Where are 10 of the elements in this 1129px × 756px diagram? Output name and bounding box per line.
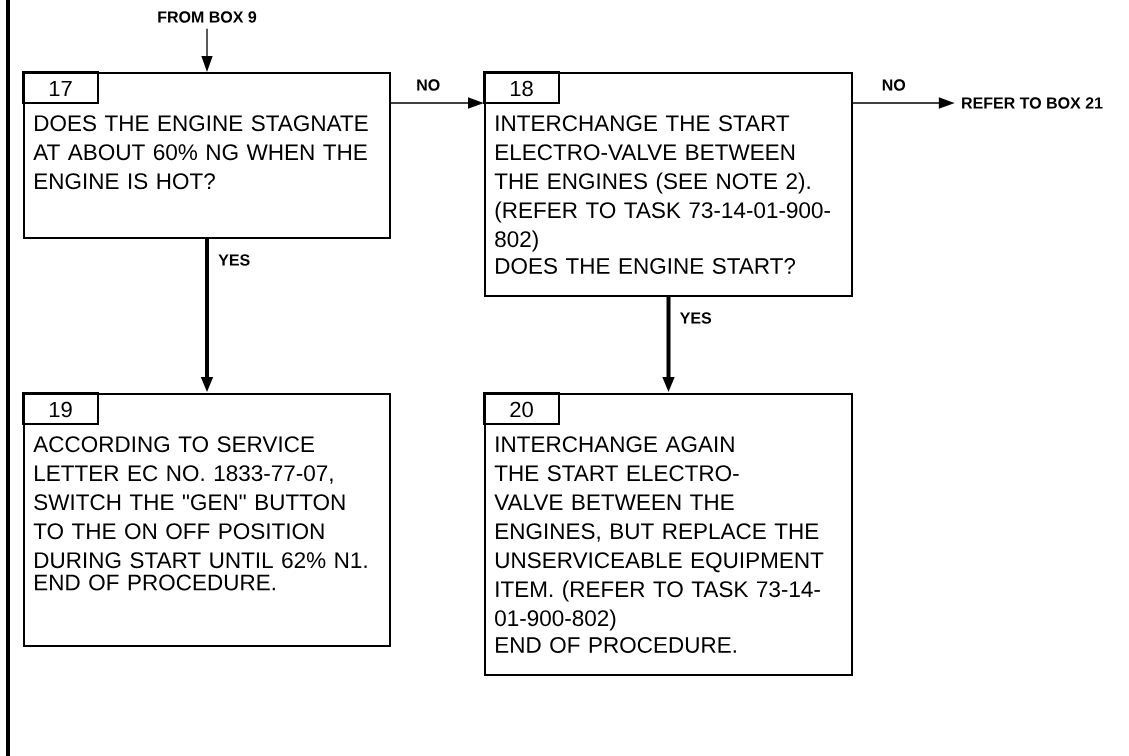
process-box: 18 INTERCHANGE THE START ELECTRO-VALVE BETWEEN THE ENGINES (SEE NOTE 2). (REFER TO TASK 73-14-01-900-802) DOES THE ENGINE START? (483, 71, 853, 297)
process-box: 17 DOES THE ENGINE STAGNATE AT ABOUT 60% NG WHEN THE ENGINE IS HOT? (22, 71, 391, 239)
process-box: 19 ACCORDING TO SERVICE LETTER EC NO. 1833-77-07, SWITCH THE "GEN" BUTTON TO THE ON OFF POSITION DURING START UNTIL 62% N1. END OF PROCEDURE. (22, 392, 391, 647)
reference-text: FROM BOX 9 (158, 11, 257, 23)
edge-label: NO (415, 78, 442, 92)
reference-text: REFER TO BOX 21 (962, 97, 1103, 109)
edge-label: YES (217, 253, 252, 267)
process-box: 20 INTERCHANGE AGAIN THE START ELECTRO-VALVE BETWEEN THE ENGINES, BUT REPLACE THE UNSERVICEABLE EQUIPMENT ITEM. (REFER TO TASK 73-14-01-900-802) END OF PROCEDURE. (483, 392, 853, 676)
edge-label: YES (678, 311, 713, 325)
edge-label: NO (880, 78, 907, 92)
